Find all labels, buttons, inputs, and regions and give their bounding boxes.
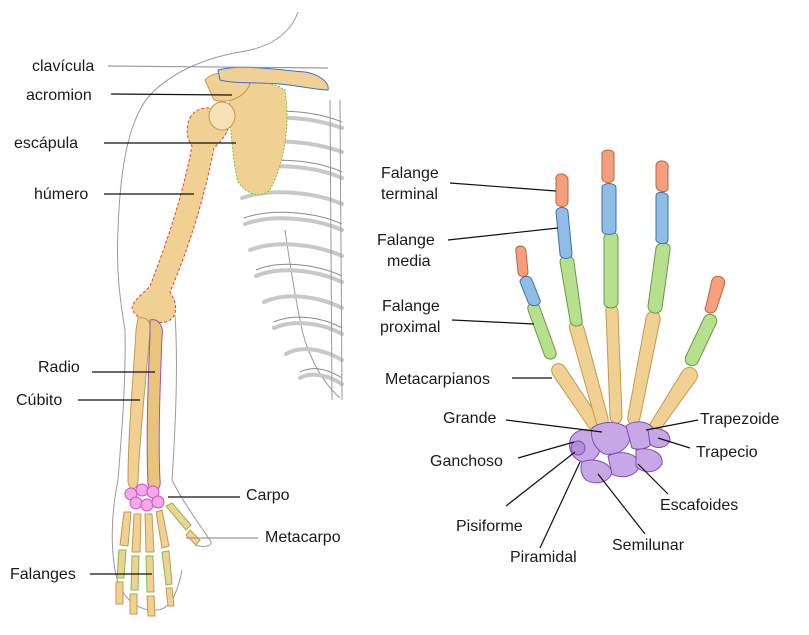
label-radio: Radio [38,359,80,376]
carpal-bones [569,421,671,484]
carpals-arm [124,483,165,512]
label-escapula: escápula [14,135,78,152]
arm-leader-lines [78,65,329,575]
clavicle-bone [217,66,329,91]
metacarpals [551,304,698,435]
label-acromion: acromion [26,87,92,104]
middle-phalanges [519,183,669,307]
label-humero: húmero [34,186,88,203]
label-falange-proximal: Falange proximal [380,298,444,336]
hand-bones-arm [115,502,201,617]
label-clavicula: clavícula [32,58,94,75]
body-outline [111,11,299,611]
terminal-phalanges [515,149,726,314]
humerus-bone [131,107,230,323]
hand-labels: Falange terminal Falange media Falange p… [377,165,780,566]
label-falange-proximal-line2: proximal [380,319,440,336]
hand-illustration [515,149,726,484]
forearm-outline [171,314,212,547]
scapula-bone [227,81,288,196]
label-falange-media-line2: media [387,253,431,270]
hand-leader-lines [447,182,699,549]
label-carpo: Carpo [246,487,290,504]
label-ganchoso: Ganchoso [430,453,503,470]
label-metacarpo: Metacarpo [265,529,341,546]
label-falange-proximal-line1: Falange [382,298,440,315]
label-escafoides: Escafoides [660,497,738,514]
label-trapecio: Trapecio [696,444,758,461]
label-metacarpianos: Metacarpianos [385,371,490,388]
label-trapezoide: Trapezoide [700,411,780,428]
label-falange-terminal: Falange terminal [381,165,443,203]
label-falanges: Falanges [10,566,76,583]
label-pisiforme: Pisiforme [456,518,523,535]
radius-bone [146,319,163,491]
arm-illustration [111,11,344,617]
label-piramidal: Piramidal [510,549,577,566]
label-semilunar: Semilunar [612,537,685,554]
body-outline-inner [284,229,341,399]
label-grande: Grande [443,410,496,427]
label-falange-media: Falange media [377,232,439,270]
label-falange-media-line1: Falange [377,232,435,249]
humeral-head [208,101,236,131]
arm-labels: clavícula acromion escápula húmero Radio… [10,58,341,583]
proximal-phalanges [527,231,718,367]
label-falange-terminal-line2: terminal [381,186,438,203]
label-falange-terminal-line1: Falange [381,165,439,182]
label-cubito: Cúbito [16,392,62,409]
